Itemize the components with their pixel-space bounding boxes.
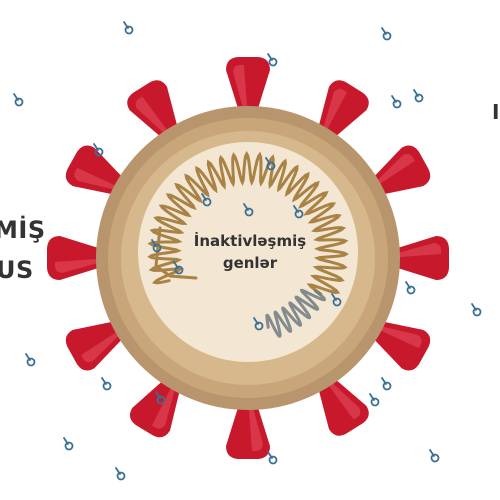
spike-protein-icon <box>65 145 129 197</box>
floating-particle-icon <box>155 391 166 405</box>
spike-protein-icon <box>127 80 180 143</box>
floating-particle-icon <box>331 293 342 307</box>
floating-particle-group <box>13 21 482 481</box>
floating-particle-icon <box>405 281 416 295</box>
floating-particle-icon <box>25 353 36 367</box>
spike-protein-group <box>47 57 449 459</box>
floating-particle-icon <box>265 157 276 171</box>
floating-particle-icon <box>243 203 254 217</box>
floating-particle-icon <box>391 95 402 109</box>
floating-particle-icon <box>413 89 424 103</box>
floating-particle-icon <box>471 303 482 317</box>
spike-protein-icon <box>226 57 270 118</box>
floating-particle-icon <box>93 143 104 157</box>
spike-protein-icon <box>367 145 431 197</box>
center-label-line1: İnaktivləşmiş <box>193 232 307 250</box>
floating-particle-icon <box>369 393 380 407</box>
spike-protein-icon <box>367 319 431 371</box>
spike-protein-icon <box>129 374 182 438</box>
floating-particle-icon <box>293 205 304 219</box>
floating-particle-icon <box>429 449 440 463</box>
floating-particle-icon <box>267 451 278 465</box>
inactivated-genes-label: İnaktivləşmiş genlər <box>160 230 340 274</box>
floating-particle-icon <box>13 93 24 107</box>
floating-particle-icon <box>63 437 74 451</box>
spike-protein-icon <box>316 80 369 143</box>
floating-particle-icon <box>115 467 126 481</box>
center-label-line2: genlər <box>222 254 278 272</box>
left-cut-label-line1: MİŞ <box>0 216 46 244</box>
right-cut-label: I <box>492 100 500 124</box>
floating-particle-icon <box>173 261 184 275</box>
spike-protein-icon <box>388 236 449 280</box>
floating-particle-icon <box>101 377 112 391</box>
left-cut-label-line2: US <box>0 256 34 284</box>
floating-particle-icon <box>381 27 392 41</box>
floating-particle-icon <box>381 377 392 391</box>
spike-protein-icon <box>316 373 369 436</box>
spike-protein-icon <box>226 398 270 459</box>
spike-protein-icon <box>65 319 129 371</box>
floating-particle-icon <box>253 317 264 331</box>
floating-particle-icon <box>123 21 134 35</box>
floating-particle-icon <box>201 193 212 207</box>
rna-coil-icon <box>147 150 349 338</box>
spike-protein-icon <box>47 236 108 280</box>
floating-particle-icon <box>151 239 162 253</box>
floating-particle-icon <box>267 53 278 67</box>
